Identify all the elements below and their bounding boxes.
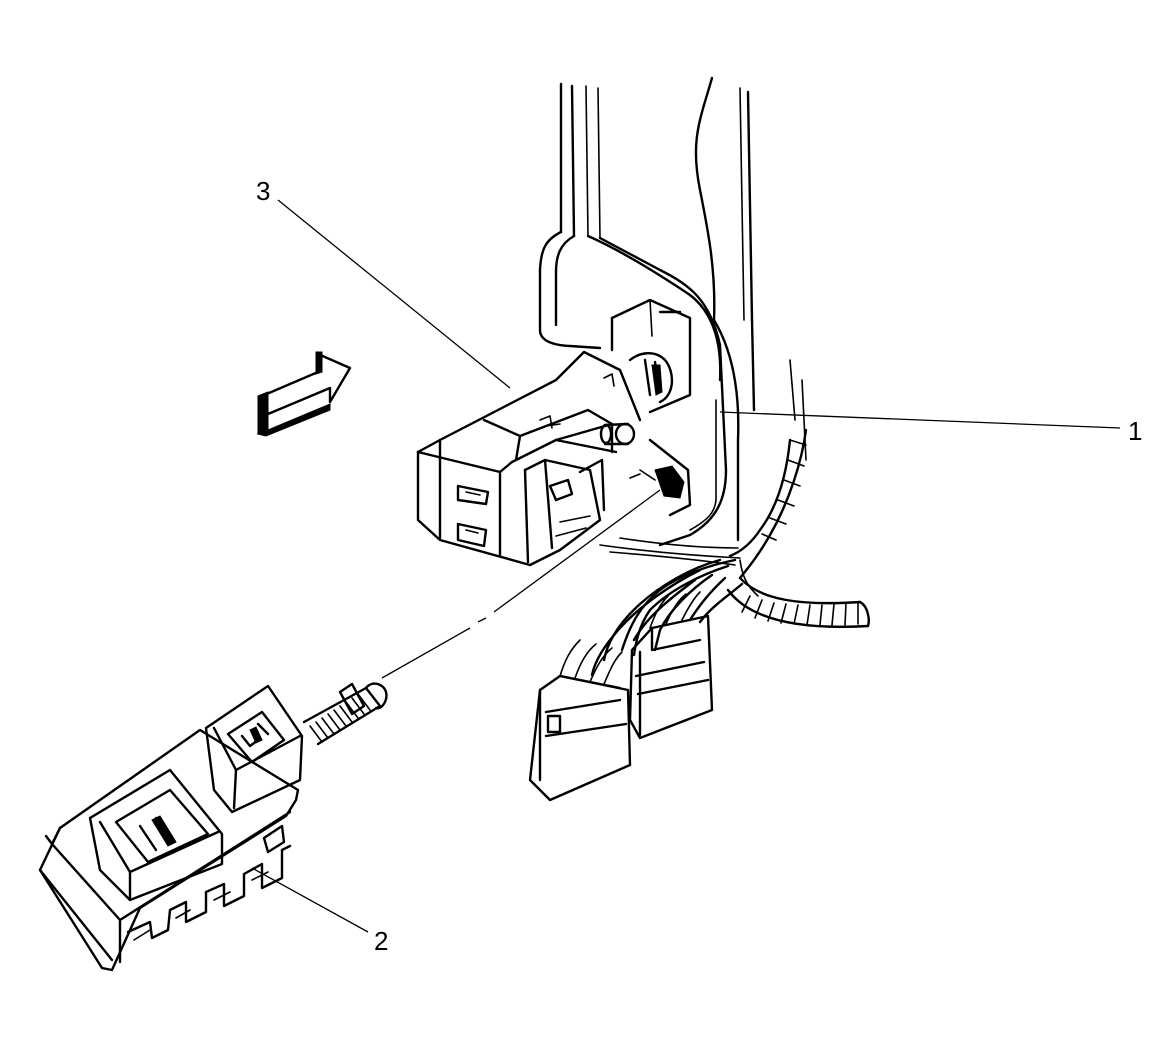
pedal-bracket-arm [538, 76, 756, 547]
callout-2: 2 [374, 926, 388, 956]
leader-line-2 [251, 867, 369, 933]
leader-lines [251, 199, 1121, 933]
alignment-center-line [381, 489, 661, 679]
harness-connectors [528, 591, 714, 802]
wire-harness [590, 359, 870, 677]
brake-switch [38, 682, 388, 972]
callout-3: 3 [256, 176, 270, 206]
retainer-clip [416, 350, 642, 567]
callout-1: 1 [1128, 416, 1142, 446]
leader-line-3 [277, 199, 511, 389]
installation-direction-arrow [256, 351, 352, 437]
leader-line-1 [719, 411, 1121, 429]
